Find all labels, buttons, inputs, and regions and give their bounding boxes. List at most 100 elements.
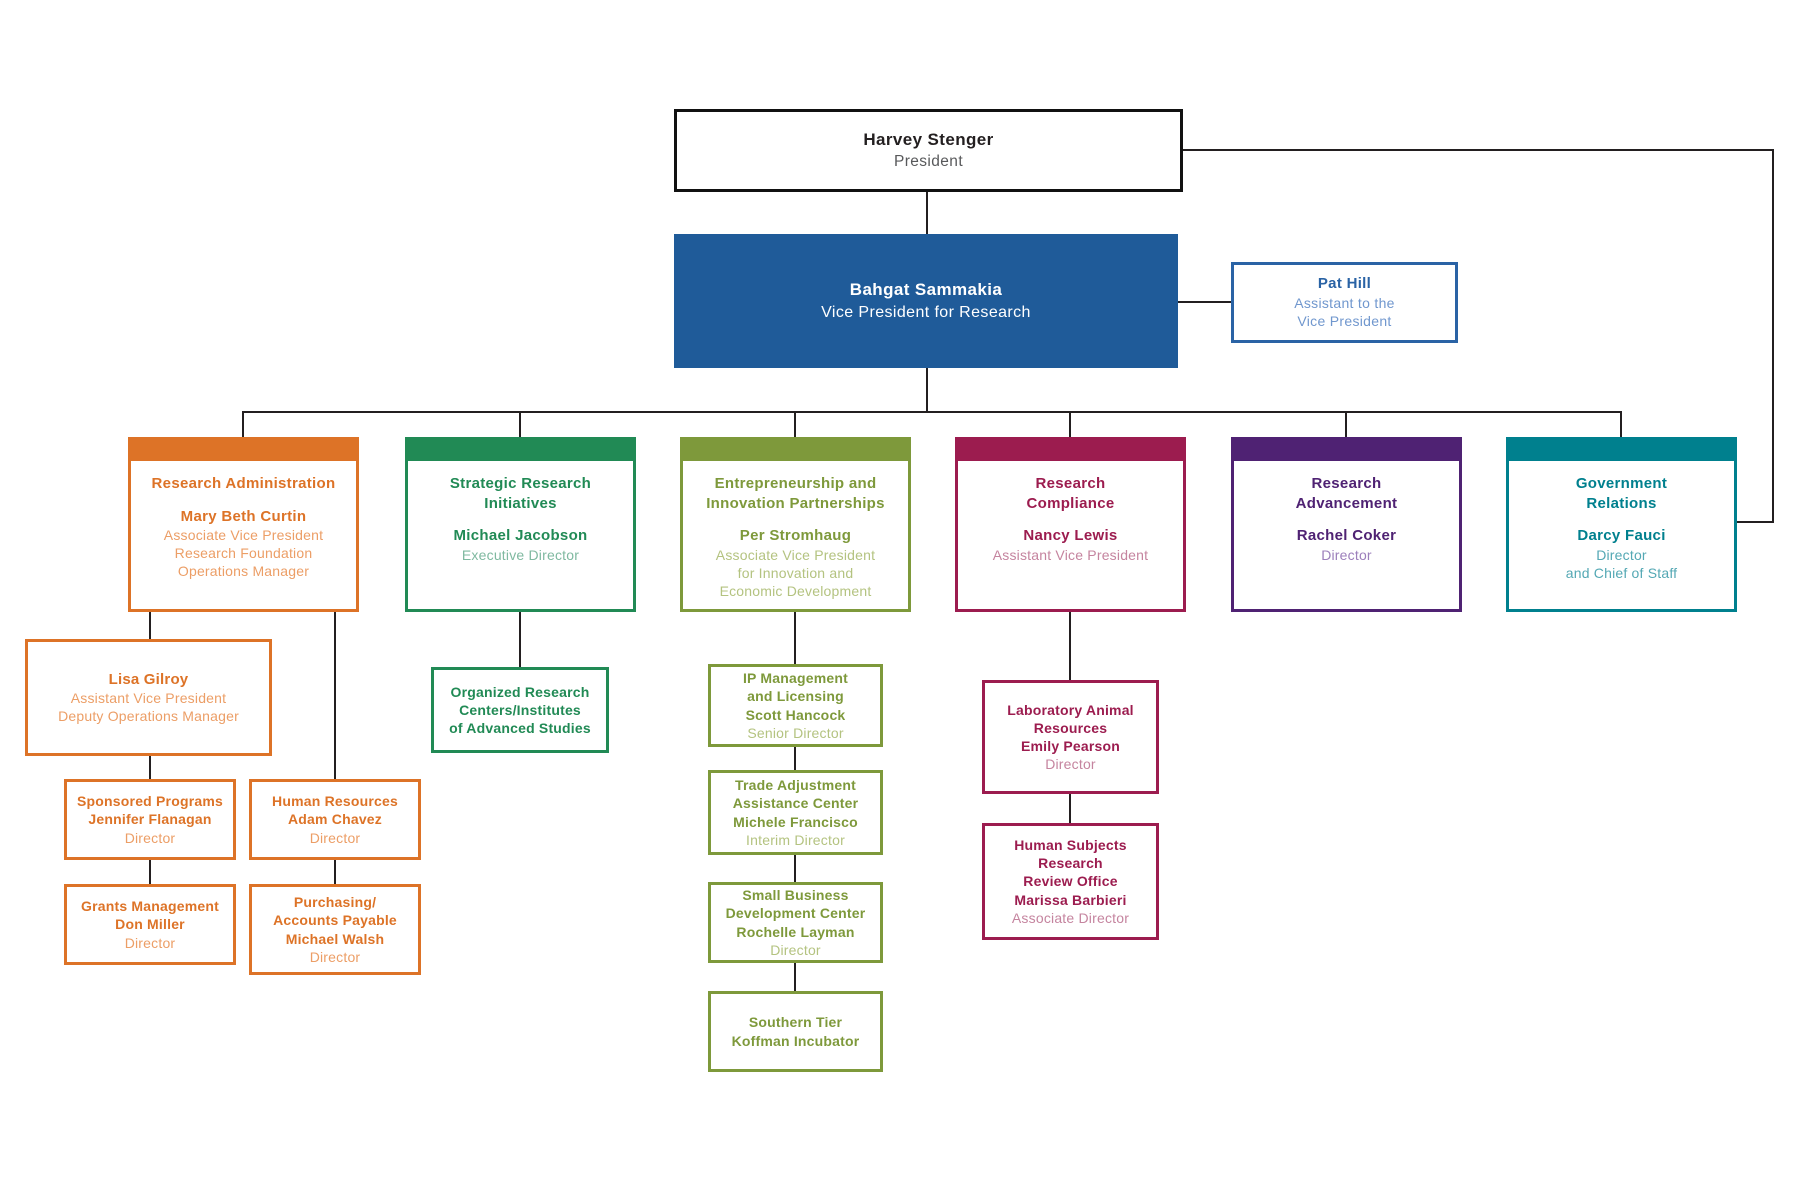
dept-title: Research Administration	[151, 475, 336, 492]
org-box-lisa-gilroy: Lisa Gilroy Assistant Vice President Dep…	[25, 639, 272, 756]
connector-line	[794, 747, 796, 770]
person-name: Rochelle Layman	[736, 923, 855, 940]
box-assistant-to-vp: Pat Hill Assistant to the Vice President	[1231, 262, 1458, 343]
person-role: Director	[309, 829, 361, 846]
connector-line	[1772, 149, 1774, 523]
person-name: Michele Francisco	[733, 813, 858, 830]
connector-line	[1620, 411, 1622, 437]
org-box-trade-adjustment-assistance-center: Trade Adjustment Assistance Center Miche…	[708, 770, 883, 855]
person-role: Assistant Vice President Deputy Operatio…	[58, 690, 239, 725]
person-name: Marissa Barbieri	[1014, 891, 1127, 908]
person-role: Director	[124, 934, 176, 951]
person-name: Jennifer Flanagan	[88, 811, 212, 828]
dept-box-research-advancement: Research Advancement Rachel Coker Direct…	[1231, 437, 1462, 612]
dept-color-band	[683, 440, 908, 461]
unit-title: Grants Management	[81, 898, 219, 915]
person-role: Director	[124, 829, 176, 846]
unit-title: Organized Research Centers/Institutes of…	[449, 683, 591, 737]
unit-title: Human Resources	[272, 793, 398, 810]
unit-title: Small Business Development Center	[725, 887, 866, 922]
person-role: Interim Director	[746, 831, 845, 848]
org-box-human-subjects-research-review-office: Human Subjects Research Review Office Ma…	[982, 823, 1159, 940]
dept-box-entrepreneurship-innovation-partnerships: Entrepreneurship and Innovation Partners…	[680, 437, 911, 612]
org-box-southern-tier-koffman-incubator: Southern Tier Koffman Incubator	[708, 991, 883, 1072]
person-name: Pat Hill	[1317, 274, 1372, 292]
connector-line	[1069, 612, 1071, 680]
person-name: Lisa Gilroy	[108, 670, 189, 688]
connector-line	[519, 411, 521, 437]
connector-line	[242, 411, 1622, 413]
dept-box-government-relations: Government Relations Darcy Fauci Directo…	[1506, 437, 1737, 612]
person-name: Adam Chavez	[287, 811, 382, 828]
person-role: Director and Chief of Staff	[1565, 546, 1678, 581]
connector-line	[334, 860, 336, 884]
connector-line	[334, 612, 336, 779]
connector-line	[926, 192, 928, 234]
connector-line	[1178, 301, 1231, 303]
org-box-small-business-development-center: Small Business Development Center Rochel…	[708, 882, 883, 963]
org-box-organized-research-centers: Organized Research Centers/Institutes of…	[431, 667, 609, 753]
org-box-human-resources: Human Resources Adam Chavez Director	[249, 779, 421, 860]
person-name: Nancy Lewis	[1023, 527, 1118, 544]
person-role: Associate Vice President Research Founda…	[163, 527, 324, 580]
box-president: Harvey Stenger President	[674, 109, 1183, 192]
connector-line	[1183, 149, 1774, 151]
connector-line	[1727, 521, 1774, 523]
person-name: Emily Pearson	[1020, 738, 1121, 754]
dept-color-band	[958, 440, 1183, 461]
connector-line	[1069, 411, 1071, 437]
unit-title: Southern Tier Koffman Incubator	[731, 1014, 860, 1049]
person-role: Assistant to the Vice President	[1294, 294, 1395, 329]
connector-line	[519, 612, 521, 667]
unit-title: Human Subjects Research Review Office	[1014, 837, 1127, 890]
dept-box-strategic-research-initiatives: Strategic Research Initiatives Michael J…	[405, 437, 636, 612]
person-role: Director	[1321, 546, 1372, 563]
unit-title: Purchasing/ Accounts Payable	[273, 894, 397, 929]
connector-line	[149, 756, 151, 780]
connector-line	[149, 860, 151, 884]
person-role: Associate Vice President for Innovation …	[715, 546, 876, 599]
org-box-purchasing-accounts-payable: Purchasing/ Accounts Payable Michael Wal…	[249, 884, 421, 975]
person-name: Harvey Stenger	[863, 130, 994, 149]
dept-color-band	[408, 440, 633, 461]
dept-color-band	[1509, 440, 1734, 461]
org-box-ip-management-licensing: IP Management and Licensing Scott Hancoc…	[708, 664, 883, 747]
org-box-laboratory-animal-resources: Laboratory Animal Resources Emily Pearso…	[982, 680, 1159, 794]
person-role: Vice President for Research	[821, 304, 1031, 321]
person-role: Senior Director	[747, 724, 844, 741]
unit-title: IP Management and Licensing	[742, 670, 849, 705]
person-role: President	[893, 153, 964, 170]
unit-title: Sponsored Programs	[77, 793, 223, 810]
connector-line	[1069, 794, 1071, 823]
person-name: Michael Walsh	[285, 930, 385, 947]
person-name: Mary Beth Curtin	[180, 507, 307, 525]
person-name: Darcy Fauci	[1577, 527, 1666, 544]
person-role: Director	[1045, 756, 1096, 773]
person-role: Director	[309, 948, 361, 965]
person-name: Michael Jacobson	[453, 527, 588, 544]
unit-title: Trade Adjustment Assistance Center	[732, 777, 859, 812]
dept-title: Strategic Research Initiatives	[449, 475, 592, 512]
dept-color-band	[1234, 440, 1459, 461]
dept-title: Government Relations	[1575, 475, 1668, 512]
person-role: Associate Director	[1011, 909, 1130, 926]
dept-title: Research Advancement	[1295, 475, 1398, 512]
connector-line	[794, 612, 796, 664]
person-name: Rachel Coker	[1296, 527, 1397, 544]
person-name: Per Stromhaug	[739, 527, 852, 544]
dept-box-research-administration: Research Administration Mary Beth Curtin…	[128, 437, 359, 612]
connector-line	[1345, 411, 1347, 437]
person-name: Scott Hancock	[745, 706, 846, 723]
box-vice-president: Bahgat Sammakia Vice President for Resea…	[674, 234, 1178, 368]
person-name: Don Miller	[115, 916, 185, 933]
person-role: Executive Director	[461, 546, 580, 563]
connector-line	[242, 411, 244, 437]
connector-line	[794, 411, 796, 437]
dept-title: Research Compliance	[1026, 475, 1115, 512]
person-role: Director	[770, 941, 821, 958]
dept-box-research-compliance: Research Compliance Nancy Lewis Assistan…	[955, 437, 1186, 612]
dept-color-band	[131, 440, 356, 461]
dept-title: Entrepreneurship and Innovation Partners…	[706, 475, 885, 512]
connector-line	[149, 612, 151, 639]
